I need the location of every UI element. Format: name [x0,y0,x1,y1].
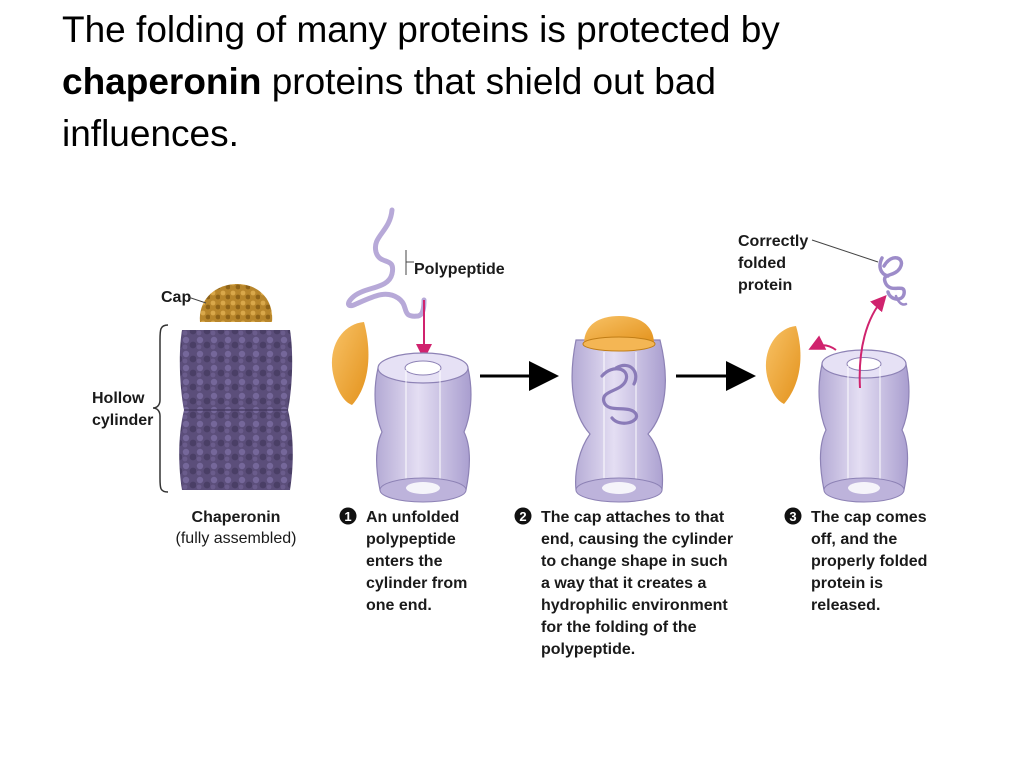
step-2-line: The cap attaches to that [541,509,725,526]
polypeptide-folding [600,363,639,425]
unfolded-polypeptide [346,207,427,319]
step-2-caption: 2 The cap attaches to that end, causing … [514,507,733,658]
step-3-line: released. [811,597,880,614]
step-1-line: An unfolded [366,509,459,526]
chaperonin-label: Chaperonin [192,509,281,526]
step-1-line: enters the [366,553,443,570]
correctly-folded-line1: Correctly [738,233,808,250]
hollow-label-line2: cylinder [92,412,153,429]
step-2-number: 2 [519,509,526,524]
polypeptide-leader [405,250,414,275]
correctly-folded-line3: protein [738,277,792,294]
cylinder-step3 [818,349,910,503]
step-2-line: polypeptide. [541,641,635,658]
cylinder-step2 [571,339,666,503]
title-line-3: influences. [62,113,239,154]
step-2-line: to change shape in such [541,553,728,570]
detached-cap-step1 [331,322,369,405]
step-3-badge [784,507,802,525]
step-2-line: end, causing the cylinder [541,531,733,548]
step-3-caption: 3 The cap comes off, and the properly fo… [784,507,927,614]
title-bold-word: chaperonin [62,61,262,102]
step-2-line: for the folding of the [541,619,697,636]
polypeptide-label: Polypeptide [414,261,505,278]
step-1-caption: 1 An unfolded polypeptide enters the cyl… [339,507,467,614]
step-3-number: 3 [789,509,796,524]
release-arrow [858,295,887,389]
title-line-1: The folding of many proteins is protecte… [62,9,780,50]
folded-protein [878,256,908,306]
step-1-line: cylinder from [366,575,467,592]
step-1-line: polypeptide [366,531,456,548]
step-2-line: a way that it creates a [541,575,707,592]
slide-title: The folding of many proteins is protecte… [62,4,962,160]
detached-cap-step3 [765,326,801,404]
cap-label: Cap [161,289,191,306]
correctly-folded-line2: folded [738,255,786,272]
cap-leader-line [187,296,207,304]
title-line-2: chaperonin proteins that shield out bad [62,56,962,108]
hollow-label-line1: Hollow [92,390,145,407]
title-line-2-rest: proteins that shield out bad [261,61,717,102]
correctly-folded-leader [811,239,879,263]
step-1-number: 1 [344,509,351,524]
step-3-line: properly folded [811,553,927,570]
hollow-cylinder-bracket [152,324,169,493]
step-1-line: one end. [366,597,432,614]
step-3-line: The cap comes [811,509,927,526]
step-2-badge [514,507,532,525]
step-2-line: hydrophilic environment [541,597,728,614]
step-3-line: protein is [811,575,883,592]
step-3-line: off, and the [811,531,897,548]
chaperonin-model [179,284,293,490]
attached-cap-step2 [584,316,654,344]
cap-molecule [199,284,273,322]
step-1-badge [339,507,357,525]
cylinder-step1 [374,352,472,503]
fully-assembled-label: (fully assembled) [176,530,297,547]
cap-release-arrow [808,335,837,351]
